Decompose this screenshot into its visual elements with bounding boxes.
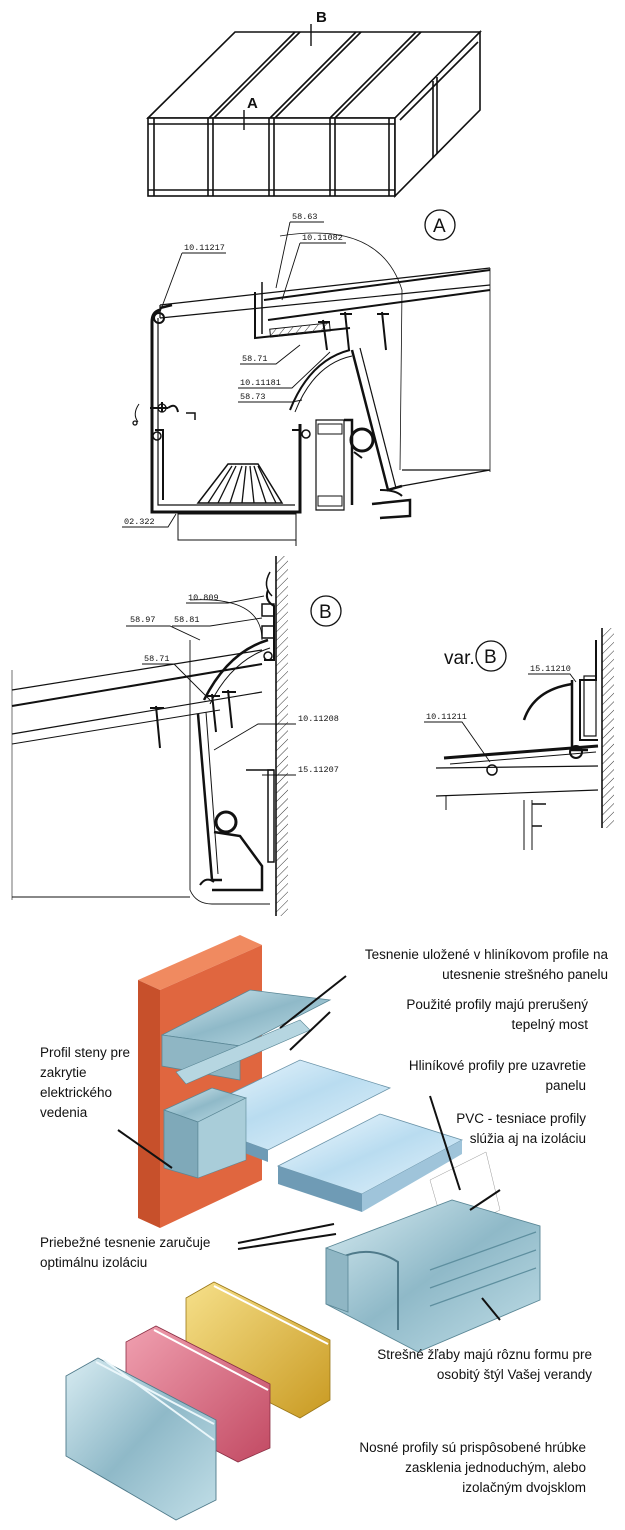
annotation-pvc: PVC - tesniace profily slúžia aj na izol… [456, 1111, 586, 1146]
code-label: 58.71 [242, 354, 268, 364]
illustration-leaders [117, 975, 501, 1321]
annotation-gutter: Strešné žľaby majú rôznu formu pre osobi… [377, 1347, 592, 1382]
detail-a-marker-letter: A [433, 216, 446, 237]
code-label: 15.11210 [530, 664, 571, 674]
detail-var-b-leaders [424, 673, 577, 763]
detail-var-b-marker [475, 640, 507, 672]
code-label: 58.63 [292, 212, 318, 222]
annotation-bearing: Nosné profily sú prispôsobené hrúbke zas… [359, 1440, 586, 1495]
veranda-overview-drawing [146, 30, 482, 198]
overview-label-a: A [247, 95, 258, 112]
detail-a-drawing [132, 232, 491, 546]
annotation-seal: Tesnenie uložené v hliníkovom profile na… [364, 947, 608, 982]
annotation-thermal: Použité profily majú prerušený tepelný m… [406, 997, 588, 1032]
detail-b-drawing [11, 556, 288, 916]
detail-var-b-marker-letter: B [484, 647, 497, 668]
code-label: 10.809 [188, 593, 219, 603]
var-b-prefix: var. [444, 648, 475, 669]
code-label: 10.11181 [240, 378, 281, 388]
code-label: 58.71 [144, 654, 170, 664]
code-label: 58.73 [240, 392, 266, 402]
detail-a-marker [424, 209, 456, 241]
annotation-continuous: Priebežné tesnenie zaručuje optimálnu iz… [40, 1235, 211, 1270]
profile-3d-illustration [65, 935, 541, 1521]
annotation-wall: Profil steny pre zakrytie elektrického v… [40, 1045, 131, 1120]
code-label: 15.11207 [298, 765, 339, 775]
code-label: 10.11217 [184, 243, 225, 253]
code-label: 10.11082 [302, 233, 343, 243]
detail-b-marker [310, 595, 342, 627]
detail-b-marker-letter: B [319, 602, 332, 623]
code-label: 10.11211 [426, 712, 467, 722]
overview-label-b: B [316, 9, 327, 26]
code-label: 02.322 [124, 517, 155, 527]
annotation-closing: Hliníkové profily pre uzavretie panelu [408, 1058, 586, 1093]
code-label: 10.11208 [298, 714, 339, 724]
detail-var-b-drawing [435, 628, 614, 850]
code-label: 58.97 [130, 615, 156, 625]
detail-b-leaders [126, 595, 296, 776]
detail-a-leaders [122, 221, 346, 528]
code-label: 58.81 [174, 615, 200, 625]
